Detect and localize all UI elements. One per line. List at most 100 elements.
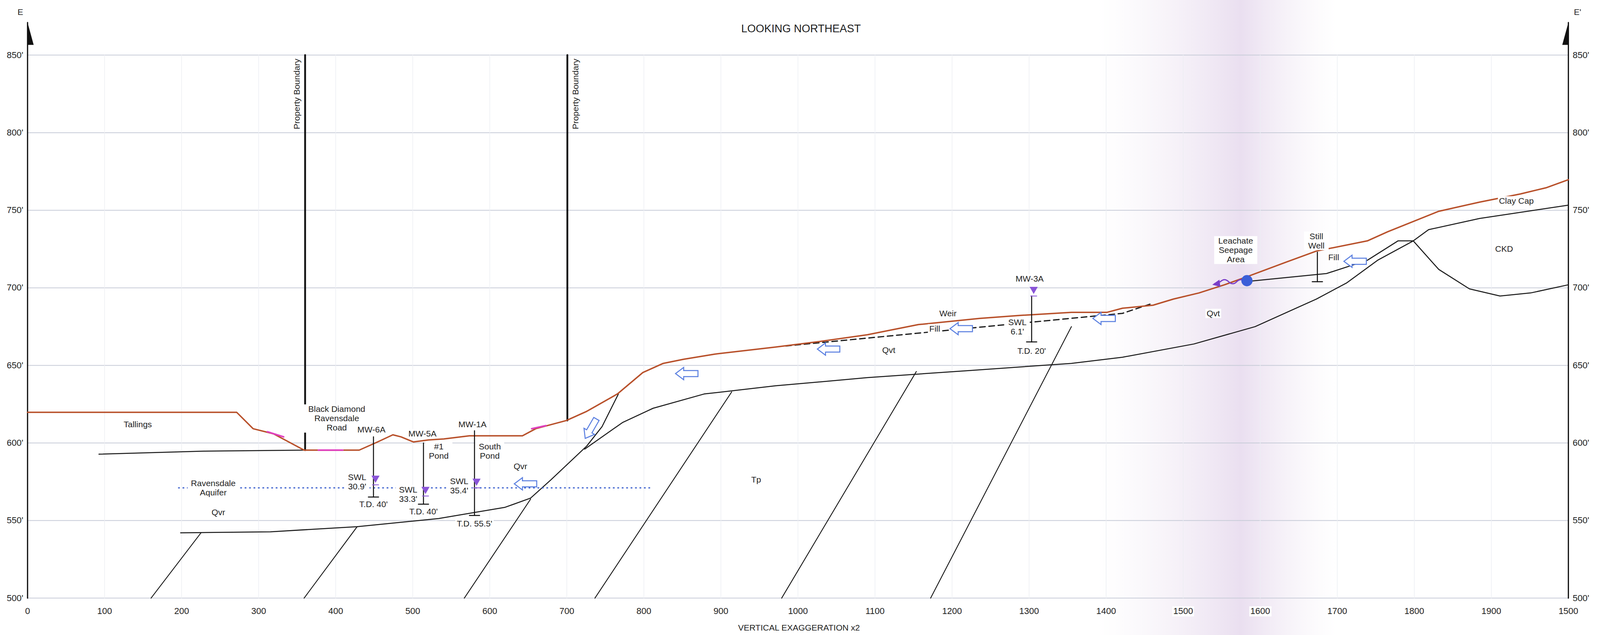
depth-label: T.D. 55.5' [455,518,494,528]
elevation-label: 550' [1571,515,1591,526]
monitoring-well [473,430,476,516]
surface-marker [531,425,546,429]
unit-label: Tp [749,475,763,485]
flow-arrow [579,415,602,442]
water-level-symbol [372,484,379,486]
water-level-symbol [473,487,480,489]
grid-line [1491,55,1492,599]
property-boundary-line [304,55,307,451]
pond-label: South Pond [475,441,505,461]
unit-label: Fill [928,323,942,334]
scale-note: VERTICAL EXAGGERATION x2 [736,622,862,633]
monitoring-well [423,442,425,505]
elevation-label: 800' [1571,127,1591,138]
distance-label: 1200 [940,606,964,616]
view-title: LOOKING NORTHEAST [740,22,863,35]
distance-label: 200 [173,606,191,616]
grid-line [1182,55,1184,599]
unit-label: Clay Cap [1497,196,1535,206]
boundary-label: Property Boundary [570,57,580,131]
elevation-label: 550' [5,515,25,526]
elevation-label: 650' [1571,360,1591,371]
grid-line [874,55,876,599]
distance-label: 1800 [1403,606,1426,616]
distance-label: 500 [404,606,422,616]
grid-line [181,55,183,599]
distance-label: 700 [558,606,576,616]
grid-line [566,55,568,599]
section-letter: E' [1572,7,1583,17]
seepage-point [1241,275,1253,287]
tailings-base [98,450,305,455]
section-letter: E [16,7,25,17]
depth-label: T.D. 20' [1016,346,1048,356]
water-level-symbol [1029,286,1038,295]
water-level-label: SWL 35.4' [446,476,472,495]
distance-label: 0 [23,606,32,616]
well-label: Still Well [1303,231,1329,251]
well-bottom [368,496,379,498]
flow-arrow [1093,312,1116,325]
elevation-label: 600' [5,438,25,448]
water-level-symbol [422,495,429,497]
monitoring-well [373,436,375,497]
flow-arrow [949,322,973,335]
surface-marker [318,449,343,451]
distance-label: 1300 [1017,606,1041,616]
water-level-symbol [371,475,380,483]
water-level-label: SWL 33.3' [395,484,421,503]
distance-label: 1100 [864,606,886,616]
seepage-arrowhead [1212,279,1221,287]
section-marker [27,22,34,46]
distance-label: 100 [95,606,114,616]
distance-label: 1500 [1557,606,1580,616]
grid-line [1414,55,1415,599]
flow-arrow [817,342,841,355]
property-boundary-line [566,55,569,421]
distance-label: 800 [635,606,653,616]
elevation-label: 700' [1571,282,1591,293]
distance-label: 1500 [1172,606,1195,616]
unit-label: Qvr [512,461,529,472]
well-bottom [469,514,480,516]
distance-label: 1000 [786,606,810,616]
depth-label: T.D. 40' [408,506,440,516]
fault-line [781,371,917,599]
distance-label: 600 [481,606,499,616]
unit-label: Qvt [880,345,897,355]
well-label: MW-1A [457,419,489,430]
monitoring-well [1031,296,1033,343]
elevation-label: 500' [5,592,25,603]
elevation-label: 600' [1571,438,1591,448]
elevation-label: 850' [1571,50,1591,61]
tp-top-contact [584,240,1414,449]
water-level-symbol [1030,295,1037,297]
elevation-label: 500' [1571,592,1591,603]
elevation-label: 650' [5,360,25,371]
grid-line [1259,55,1261,599]
flow-arrow [514,477,537,490]
grid-line [1105,55,1107,599]
unit-label: Fill [1326,252,1341,262]
fault-line [594,392,732,599]
well-bottom [1026,341,1037,343]
distance-label: 900 [712,606,730,616]
section-edge [1567,22,1569,599]
distance-label: 400 [327,606,345,616]
distance-label: 1600 [1249,606,1272,616]
grid-line [489,55,491,599]
grid-line [720,55,722,599]
distance-label: 300 [250,606,268,616]
elevation-label: 750' [5,205,25,215]
unit-label: Tallings [122,419,154,430]
distance-label: 1700 [1326,606,1349,616]
elevation-label: 700' [5,282,25,293]
scan-band [1097,0,1338,635]
fault-line [930,326,1072,599]
water-level-label: SWL 30.9' [344,472,370,491]
water-level-symbol [472,478,481,487]
structure-label: Weir [938,308,958,318]
